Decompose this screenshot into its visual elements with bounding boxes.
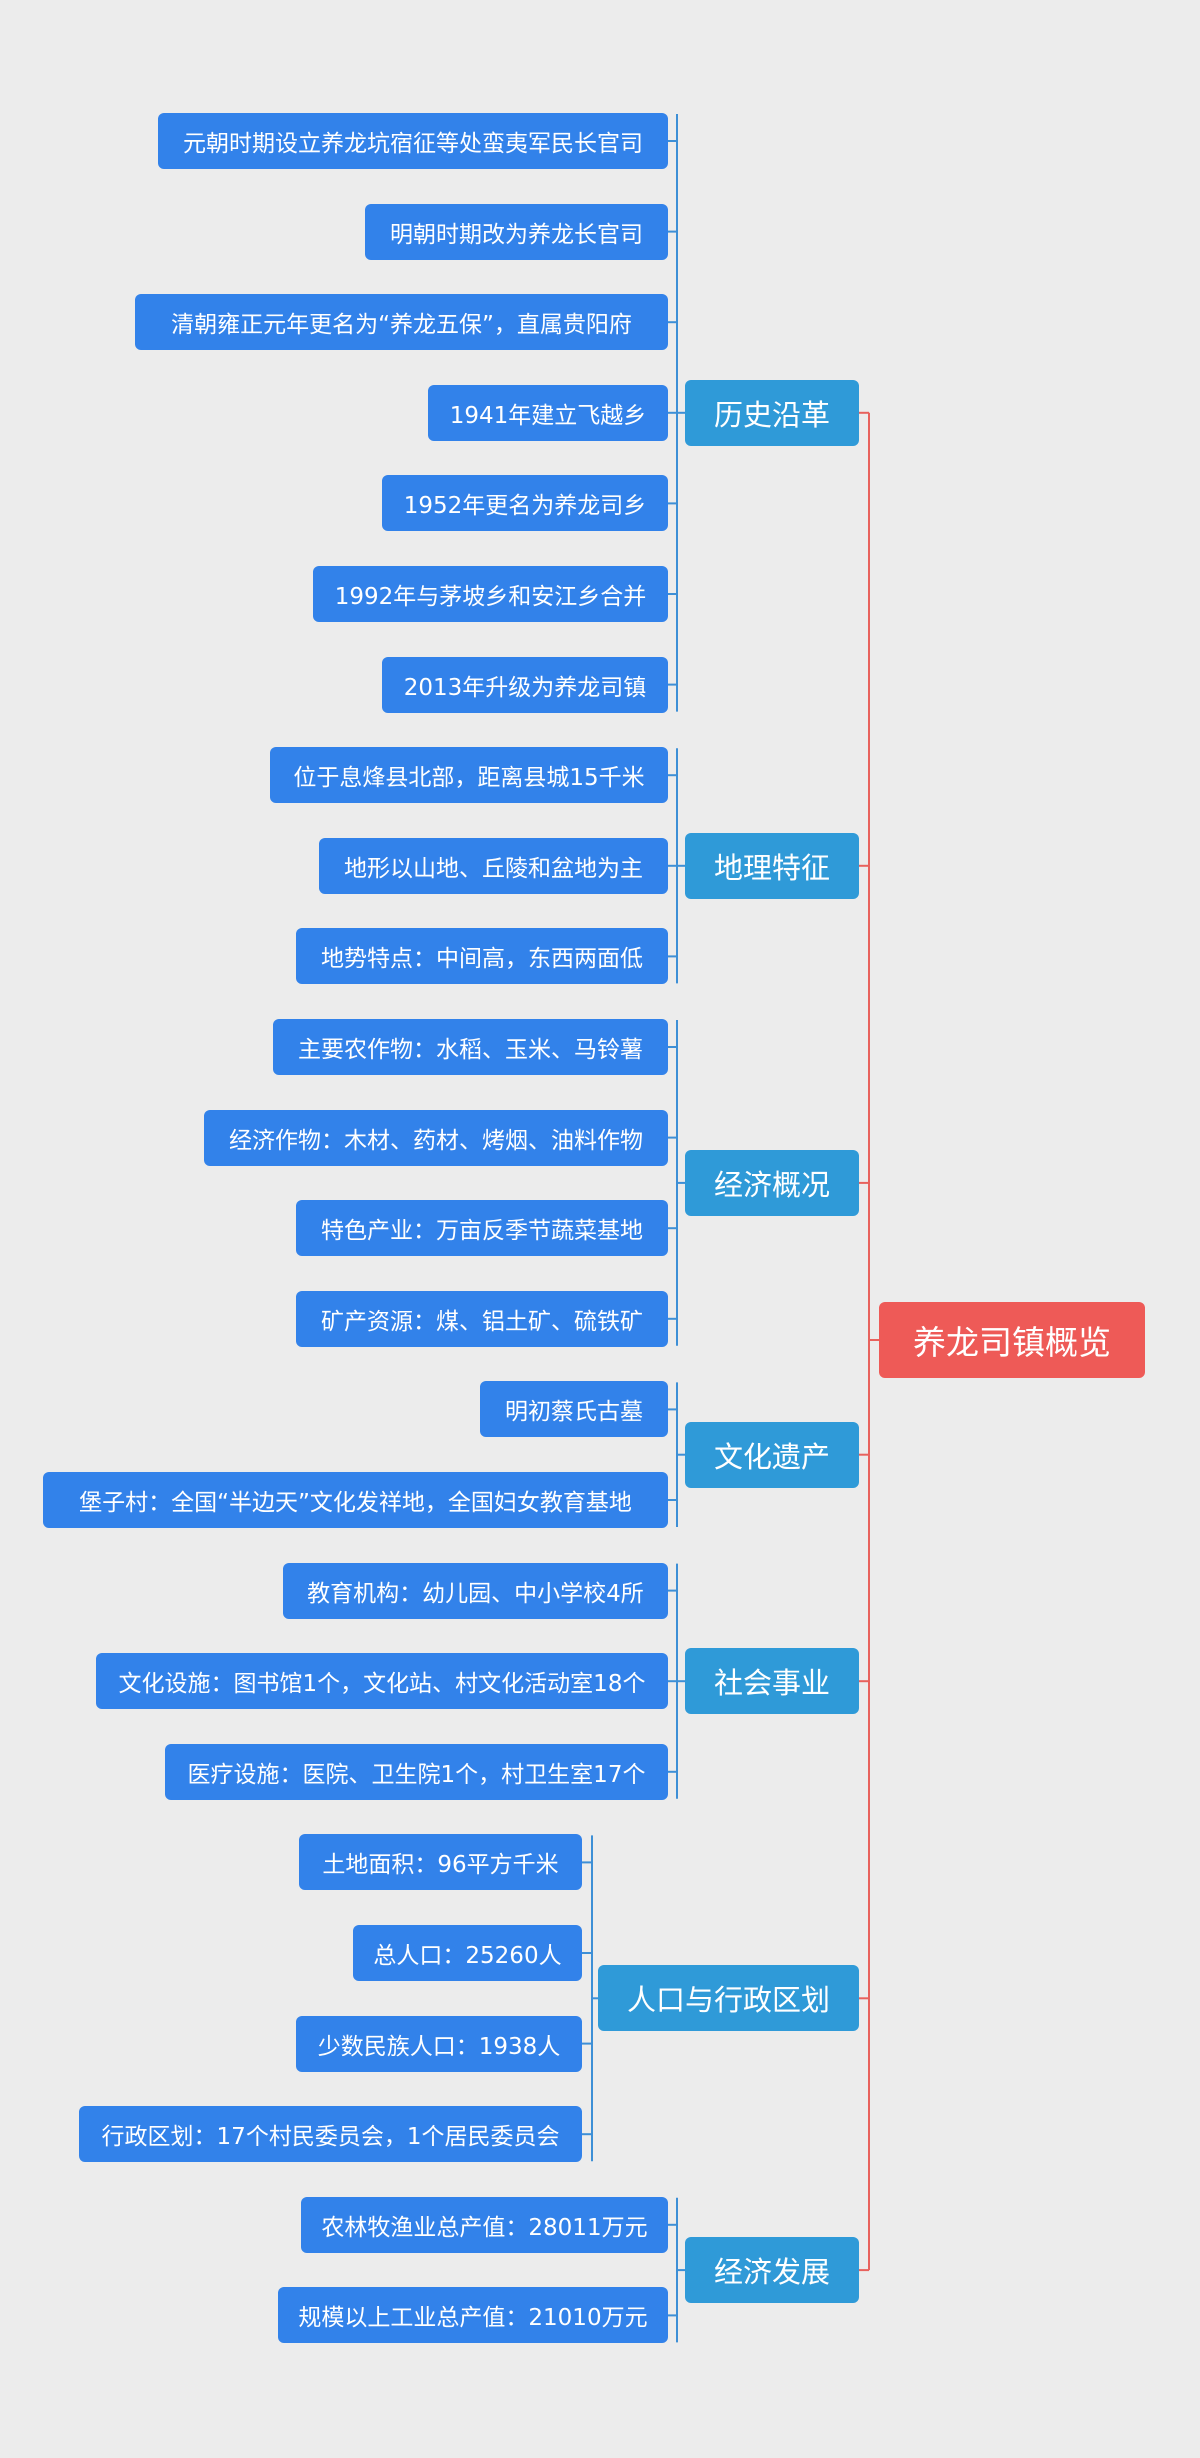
leaf-node[interactable]: 明朝时期改为养龙长官司 (365, 203, 668, 260)
leaf-node[interactable]: 行政区划：17个村民委员会，1个居民委员会 (79, 2106, 582, 2163)
branch-node-1[interactable]: 历史沿革 (685, 379, 859, 446)
branch-node-2[interactable]: 地理特征 (685, 832, 859, 899)
leaf-node[interactable]: 医疗设施：医院、卫生院1个，村卫生室17个 (165, 1743, 668, 1800)
branch-node-5[interactable]: 社会事业 (685, 1648, 859, 1715)
leaf-node[interactable]: 土地面积：96平方千米 (299, 1834, 582, 1891)
leaf-node[interactable]: 教育机构：幼儿园、中小学校4所 (283, 1562, 668, 1619)
leaf-node[interactable]: 1941年建立飞越乡 (428, 384, 668, 441)
leaf-node[interactable]: 元朝时期设立养龙坑宿征等处蛮夷军民长官司 (158, 113, 668, 169)
leaf-node[interactable]: 主要农作物：水稻、玉米、马铃薯 (273, 1019, 668, 1075)
leaf-node[interactable]: 规模以上工业总产值：21010万元 (278, 2287, 668, 2344)
leaf-node[interactable]: 位于息烽县北部，距离县城15千米 (270, 747, 668, 804)
leaf-node[interactable]: 总人口：25260人 (353, 1925, 582, 1981)
branch-node-4[interactable]: 文化遗产 (685, 1421, 859, 1488)
leaf-node[interactable]: 经济作物：木材、药材、烤烟、油料作物 (204, 1109, 668, 1166)
leaf-node[interactable]: 农林牧渔业总产值：28011万元 (301, 2196, 668, 2253)
leaf-node[interactable]: 少数民族人口：1938人 (296, 2015, 582, 2072)
leaf-node[interactable]: 地势特点：中间高，东西两面低 (296, 928, 668, 985)
leaf-node[interactable]: 特色产业：万亩反季节蔬菜基地 (296, 1200, 668, 1257)
branch-node-7[interactable]: 经济发展 (685, 2237, 859, 2304)
leaf-node[interactable]: 堡子村：全国“半边天”文化发祥地，全国妇女教育基地 (43, 1472, 668, 1528)
leaf-node[interactable]: 矿产资源：煤、铝土矿、硫铁矿 (296, 1290, 668, 1347)
leaf-node[interactable]: 清朝雍正元年更名为“养龙五保”，直属贵阳府 (135, 294, 668, 351)
leaf-node[interactable]: 明初蔡氏古墓 (480, 1381, 668, 1438)
leaf-node[interactable]: 2013年升级为养龙司镇 (382, 656, 668, 713)
leaf-node[interactable]: 1992年与茅坡乡和安江乡合并 (313, 566, 668, 622)
leaf-node[interactable]: 1952年更名为养龙司乡 (382, 475, 668, 532)
branch-node-3[interactable]: 经济概况 (685, 1149, 859, 1216)
branch-node-6[interactable]: 人口与行政区划 (598, 1965, 859, 2032)
leaf-node[interactable]: 地形以山地、丘陵和盆地为主 (319, 837, 668, 894)
root-node[interactable]: 养龙司镇概览 (879, 1302, 1145, 1378)
leaf-node[interactable]: 文化设施：图书馆1个，文化站、村文化活动室18个 (96, 1653, 668, 1710)
